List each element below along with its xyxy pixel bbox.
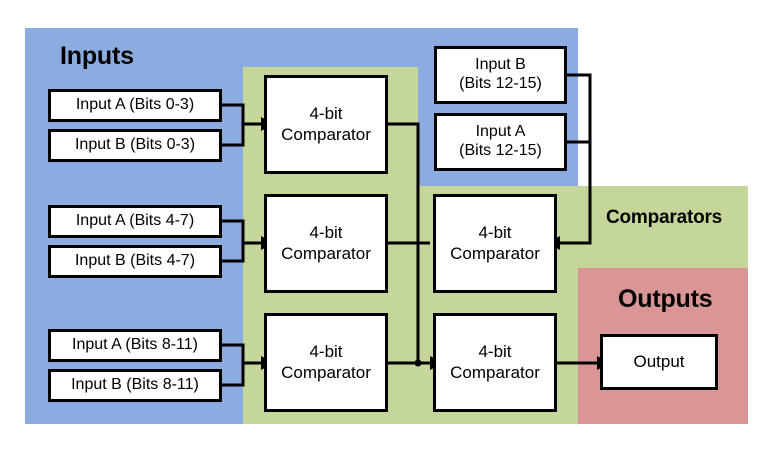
- text-line: Output: [633, 351, 685, 371]
- label-inputs-title: Inputs: [60, 42, 134, 70]
- text-line: 4-bit: [478, 342, 512, 362]
- node-input-b-bits-12-15[interactable]: Input B(Bits 12-15): [434, 46, 567, 104]
- text-line: (Bits 12-15): [459, 142, 542, 159]
- region-comparators: [578, 186, 748, 268]
- region-inputs_mid: [243, 28, 418, 67]
- text-line: Comparator: [450, 362, 540, 382]
- node-input-a-bits-8-11[interactable]: Input A (Bits 8-11): [48, 329, 222, 362]
- text-line: Comparator: [281, 124, 371, 144]
- node-input-b-bits-4-7-label: Input B (Bits 4-7): [75, 252, 195, 271]
- node-input-b-bits-8-11[interactable]: Input B (Bits 8-11): [48, 369, 222, 402]
- text-line: Input A (Bits 4-7): [75, 212, 195, 230]
- label-comparators-title: Comparators: [606, 207, 723, 228]
- node-input-a-bits-4-7[interactable]: Input A (Bits 4-7): [48, 205, 222, 238]
- text-line: Input B (Bits 8-11): [71, 376, 199, 394]
- text-line: 4-bit: [309, 342, 343, 362]
- text-line: 4-bit: [309, 104, 343, 124]
- node-input-b-bits-0-3-label: Input B (Bits 0-3): [75, 136, 195, 155]
- text-line: Input B (Bits 0-3): [74, 136, 196, 154]
- text-line: Input B: [475, 56, 526, 74]
- text-line: Comparator: [450, 243, 540, 263]
- text-line: Input A: [475, 123, 526, 141]
- node-input-b-bits-4-7[interactable]: Input B (Bits 4-7): [48, 245, 222, 278]
- text-line: Input A (Bits 8-11): [72, 336, 198, 354]
- text-line: Input B (Bits 4-7): [74, 252, 196, 270]
- node-input-a-bits-12-15[interactable]: Input A(Bits 12-15): [434, 113, 567, 171]
- text-line: (Bits 12-15): [459, 75, 542, 92]
- text-line: 4-bit: [478, 223, 512, 243]
- label-outputs-title: Outputs: [618, 285, 713, 313]
- node-input-a-bits-0-3-label: Input A (Bits 0-3): [76, 96, 194, 115]
- text-line: Comparator: [281, 243, 371, 263]
- node-input-a-bits-12-15-label: Input A(Bits 12-15): [459, 123, 542, 161]
- node-input-b-bits-0-3[interactable]: Input B (Bits 0-3): [48, 129, 222, 162]
- text-line: Input A (Bits 0-3): [75, 96, 195, 114]
- node-input-a-bits-0-3[interactable]: Input A (Bits 0-3): [48, 89, 222, 122]
- node-input-a-bits-4-7-label: Input A (Bits 4-7): [76, 212, 194, 231]
- node-output-label: Output: [633, 352, 684, 372]
- node-input-a-bits-8-11-label: Input A (Bits 8-11): [72, 336, 198, 355]
- text-line: 4-bit: [309, 223, 343, 243]
- text-line: Comparator: [281, 362, 371, 382]
- node-input-b-bits-12-15-label: Input B(Bits 12-15): [459, 56, 542, 94]
- node-output[interactable]: Output: [600, 334, 718, 390]
- node-input-b-bits-8-11-label: Input B (Bits 8-11): [71, 376, 199, 395]
